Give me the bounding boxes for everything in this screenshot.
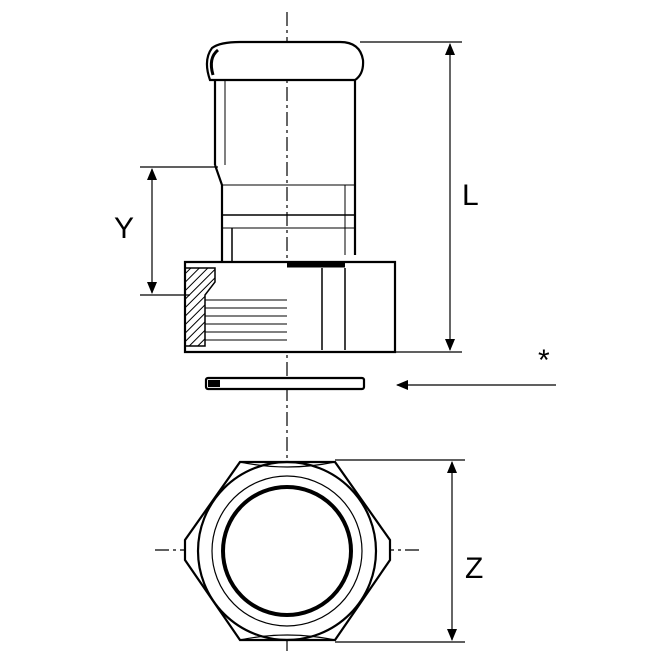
union-nut [183, 260, 397, 354]
dimension-l-label: L [462, 179, 479, 212]
hex-end-view [183, 460, 392, 642]
dimension-l [360, 41, 462, 353]
gasket-note-label: * [538, 344, 550, 377]
dimension-z-label: Z [465, 552, 483, 585]
dimension-y [140, 166, 218, 296]
gasket [204, 376, 366, 391]
press-socket [205, 40, 365, 262]
dimension-y-label: Y [114, 212, 134, 245]
dimension-z [335, 459, 465, 643]
